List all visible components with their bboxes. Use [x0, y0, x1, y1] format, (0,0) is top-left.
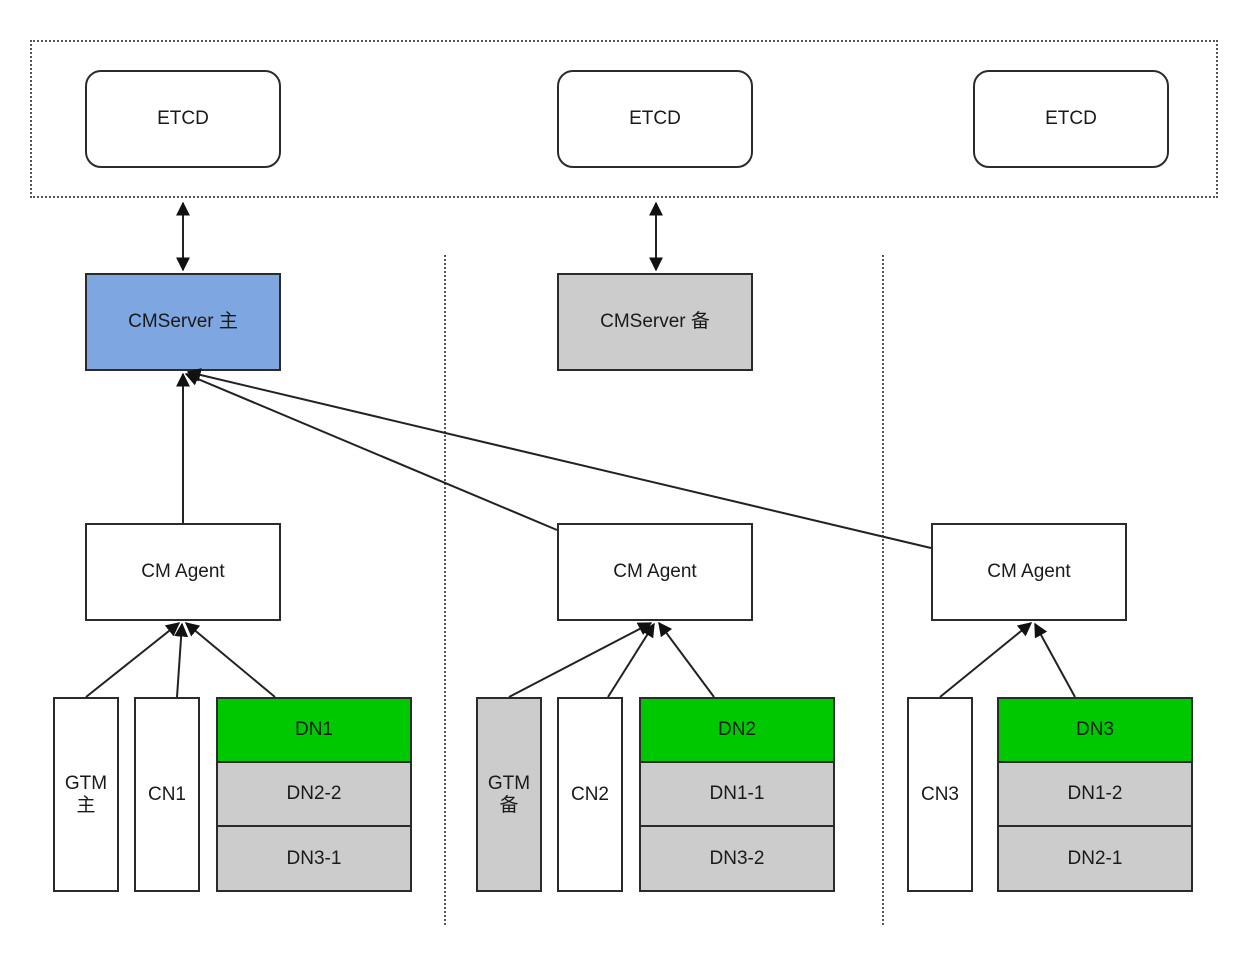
cn2-to-agent2-arrow — [607, 622, 655, 698]
etcd-node-3: ETCD — [973, 70, 1169, 168]
etcd-node-2: ETCD — [557, 70, 753, 168]
gtm-primary: GTM 主 — [53, 697, 119, 892]
dn1-primary: DN1 — [216, 697, 412, 763]
cm-agent-1: CM Agent — [85, 523, 281, 621]
cn1: CN1 — [134, 697, 200, 892]
dn2-to-agent2-arrow — [658, 621, 715, 698]
dn1-1: DN1-1 — [639, 761, 835, 827]
etcd-cluster-group — [30, 40, 1218, 198]
agent2-to-cmserver-arrow — [184, 372, 558, 531]
cm-agent-2: CM Agent — [557, 523, 753, 621]
cmserver-standby: CMServer 备 — [557, 273, 753, 371]
dn1-to-agent1-arrow — [184, 622, 276, 698]
cn3-to-agent3-arrow — [939, 622, 1033, 698]
agent3-to-cmserver-arrow — [186, 368, 932, 549]
dn2-1: DN2-1 — [997, 825, 1193, 892]
dn2-2: DN2-2 — [216, 761, 412, 827]
cmserver-primary: CMServer 主 — [85, 273, 281, 371]
cn3: CN3 — [907, 697, 973, 892]
node-separator-2 — [882, 255, 884, 925]
cn2: CN2 — [557, 697, 623, 892]
dn3-2: DN3-2 — [639, 825, 835, 892]
cm-agent-3: CM Agent — [931, 523, 1127, 621]
gtm-primary-to-agent1-arrow — [85, 622, 181, 698]
cn1-to-agent1-arrow — [174, 622, 189, 698]
gtm-standby-to-agent2-arrow — [508, 622, 653, 698]
dn3-1: DN3-1 — [216, 825, 412, 892]
etcd-node-1: ETCD — [85, 70, 281, 168]
node-separator-1 — [444, 255, 446, 925]
gtm-standby: GTM 备 — [476, 697, 542, 892]
dn3-to-agent3-arrow — [1034, 622, 1076, 698]
